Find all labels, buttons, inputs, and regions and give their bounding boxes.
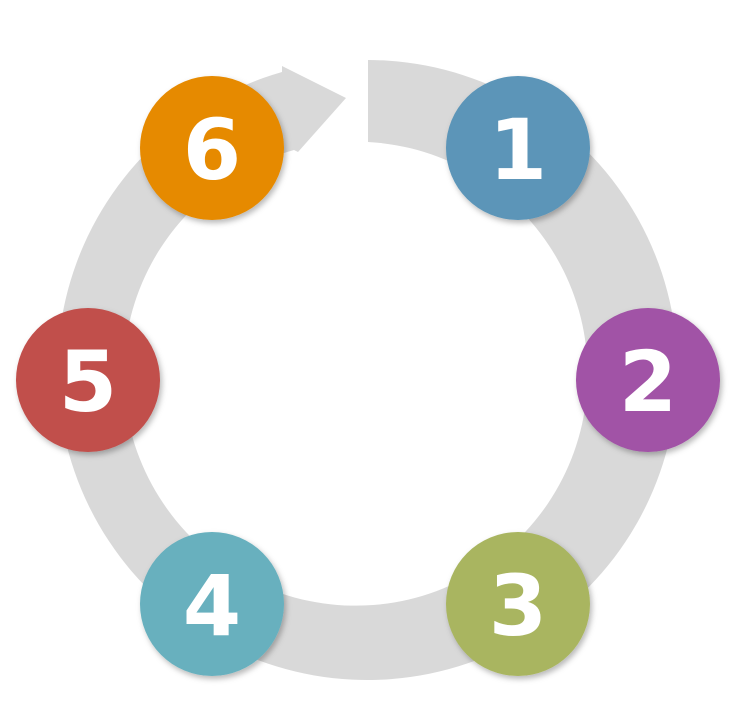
step-5-circle [16, 308, 160, 452]
step-6-node: 6 [140, 76, 284, 220]
step-1-number: 1 [489, 101, 547, 199]
step-4-circle [140, 532, 284, 676]
step-2-node: 2 [576, 308, 720, 452]
step-4-number: 4 [183, 557, 241, 655]
step-3-circle [446, 532, 590, 676]
step-6-number: 6 [183, 101, 241, 199]
step-1-node: 1 [446, 76, 590, 220]
step-2-circle [576, 308, 720, 452]
step-3-node: 3 [446, 532, 590, 676]
step-4-node: 4 [140, 532, 284, 676]
step-3-number: 3 [489, 557, 547, 655]
step-1-circle [446, 76, 590, 220]
step-5-node: 5 [16, 308, 160, 452]
step-2-number: 2 [619, 333, 677, 431]
step-5-number: 5 [59, 333, 117, 431]
step-6-circle [140, 76, 284, 220]
